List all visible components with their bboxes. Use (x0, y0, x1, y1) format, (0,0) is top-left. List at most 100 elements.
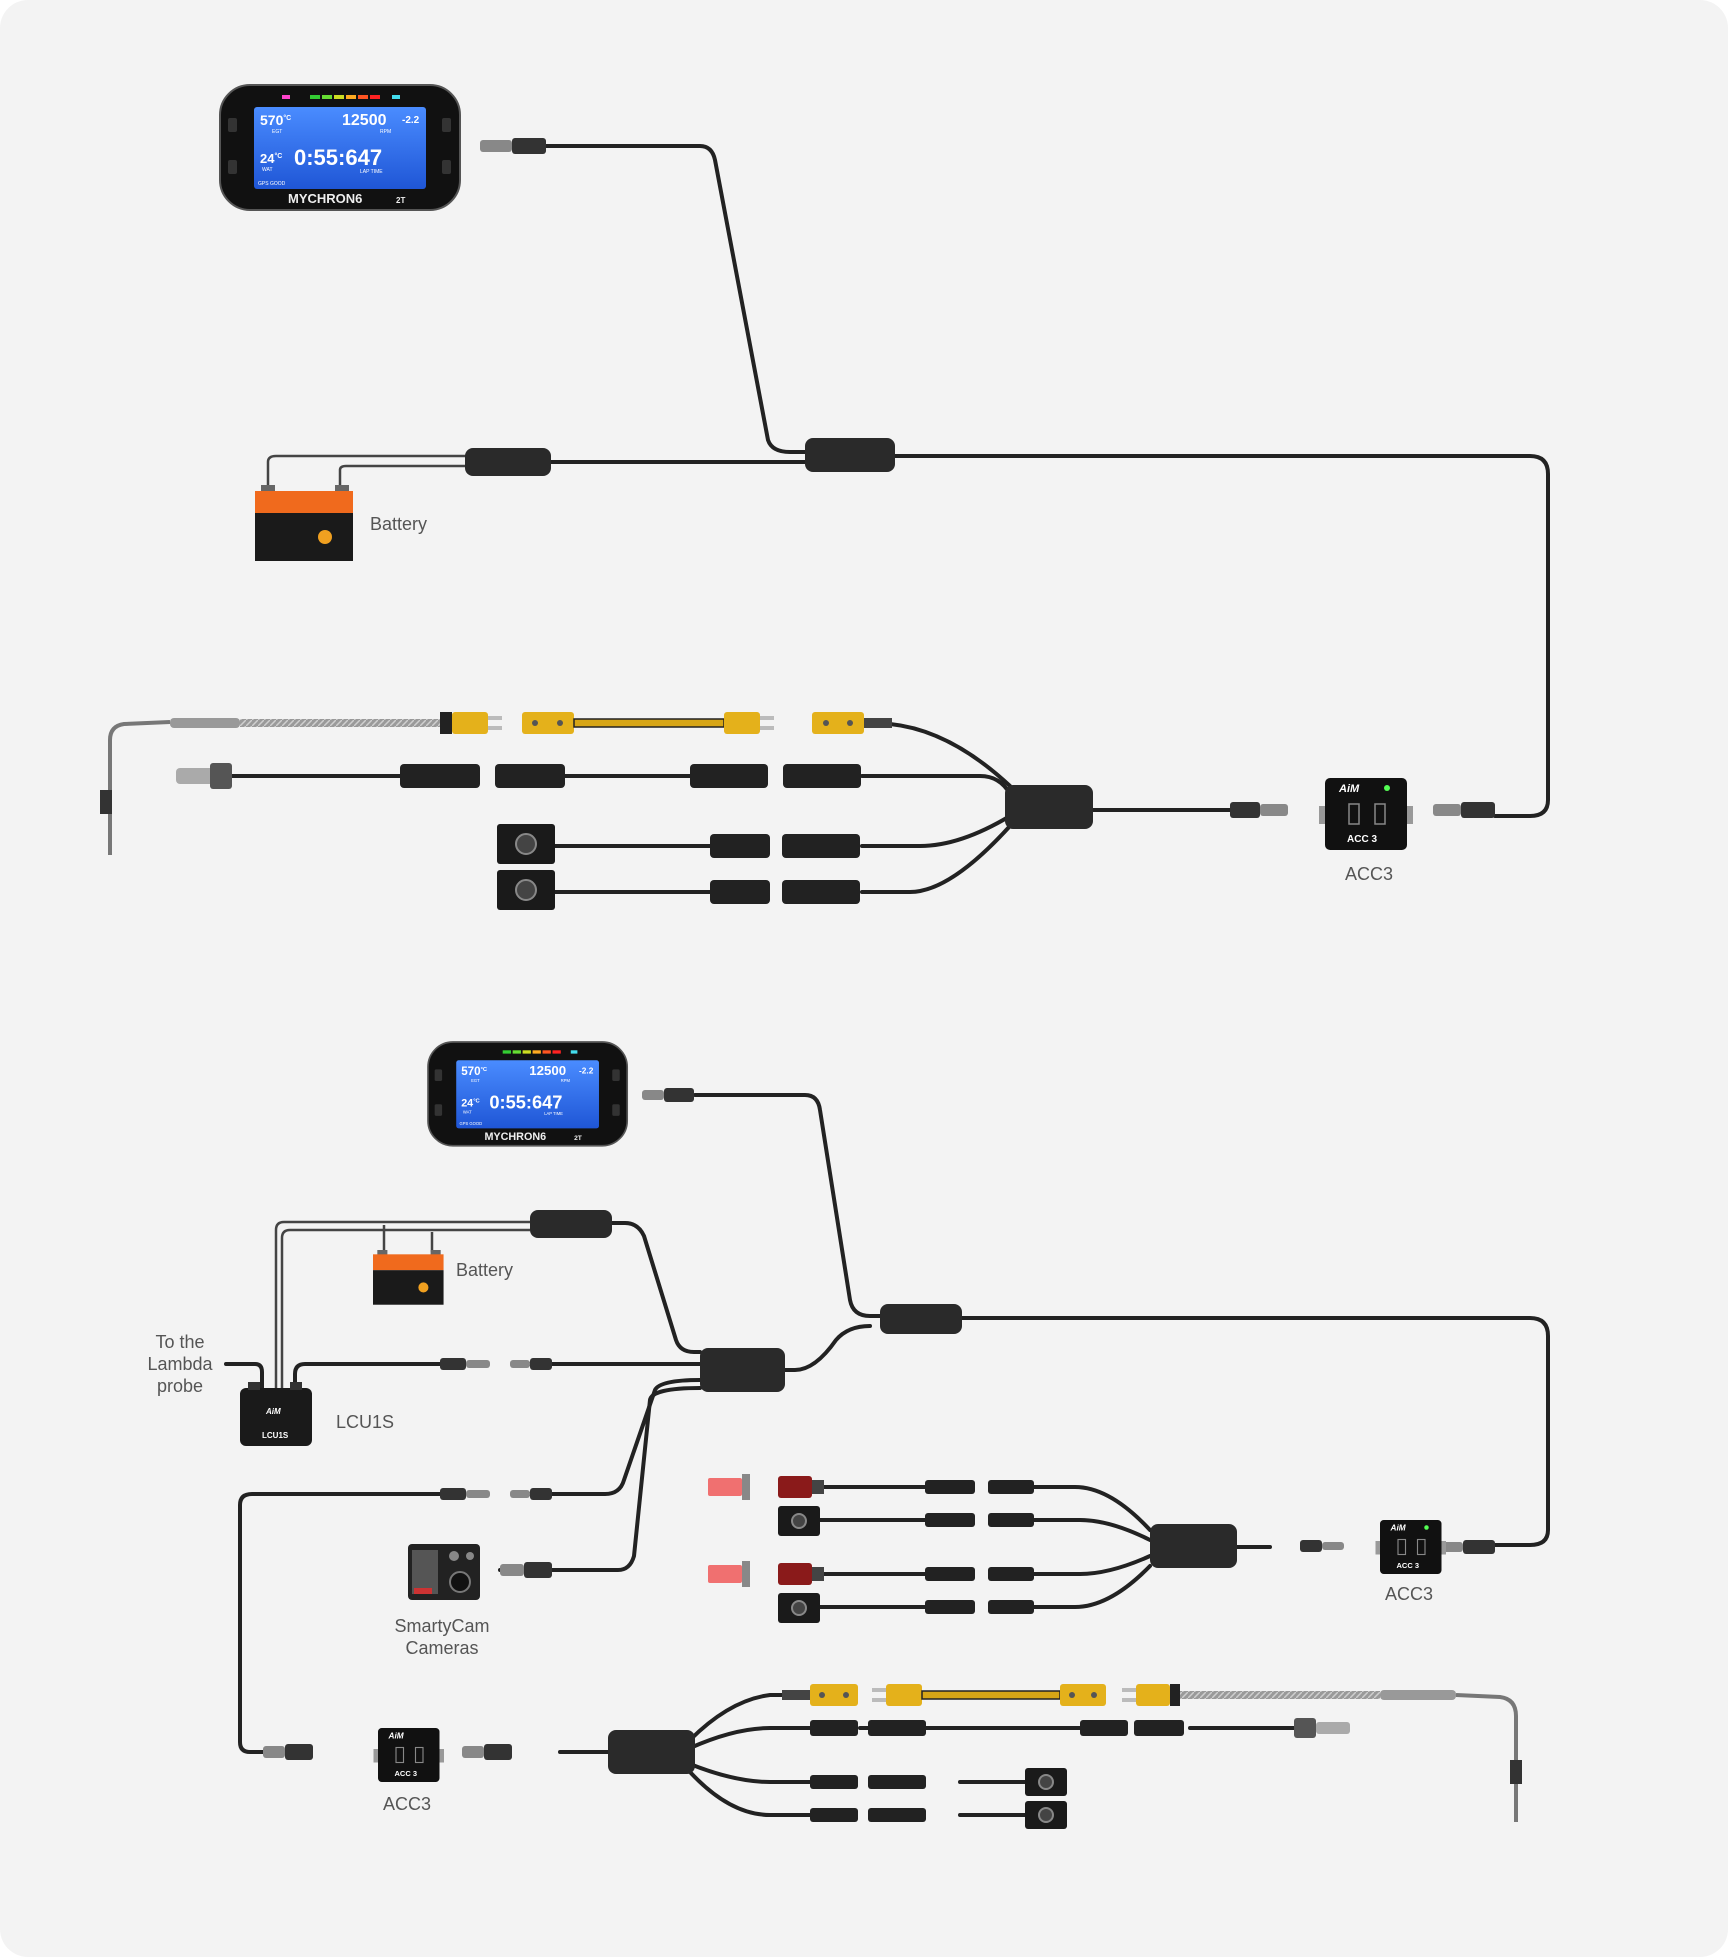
svg-text:0:55:647: 0:55:647 (294, 145, 382, 170)
svg-text:EGT: EGT (471, 1078, 480, 1083)
cable-cam-to-hub (498, 1386, 702, 1572)
cable-hub-to-splitter2 (783, 1324, 872, 1372)
thermocouple-extension (872, 1684, 1106, 1706)
svg-text:RPM: RPM (561, 1078, 571, 1083)
pressure-sensor-icon (176, 763, 861, 789)
battery-label-bottom: Battery (456, 1260, 513, 1280)
cable-hub3-branch-3 (688, 1762, 812, 1784)
connector-plug (480, 138, 546, 154)
cable-hub2-branch-4 (1028, 1564, 1152, 1609)
cable-dash-to-splitter (543, 144, 807, 454)
main-splitter-bottom (880, 1304, 962, 1334)
battery-splitter (465, 448, 551, 476)
sensor-hub-2 (1150, 1524, 1237, 1568)
svg-text:MYCHRON6: MYCHRON6 (484, 1131, 546, 1143)
svg-text:ACC 3: ACC 3 (1397, 1561, 1420, 1570)
cable-lambda (224, 1362, 264, 1392)
button-icon (778, 1480, 1034, 1623)
svg-text:570°C: 570°C (461, 1065, 488, 1078)
mychron-dashboard-icon: 570°C EGT 12500 RPM -2.2 24°C WAT 0:55:6… (219, 84, 461, 211)
lambda-label-1: To the (155, 1332, 204, 1352)
lambda-label-3: probe (157, 1376, 203, 1396)
svg-text:EGT: EGT (272, 129, 282, 135)
cable-lcu-to-hub (293, 1362, 442, 1390)
cable-splitter-to-acc3 (893, 454, 1550, 818)
acc3-label-top: ACC3 (1345, 864, 1393, 884)
battery-label: Battery (370, 514, 427, 534)
svg-text:ACC 3: ACC 3 (1347, 834, 1377, 845)
cable-hub3-branch-1 (688, 1693, 812, 1742)
lcu1s-label: LCU1S (336, 1412, 394, 1432)
thermocouple-probe-icon (1122, 1684, 1522, 1822)
smartycam-icon (408, 1544, 480, 1600)
thermocouple-probe-icon (100, 712, 502, 855)
svg-text:RPM: RPM (380, 129, 391, 135)
sensor-hub (1005, 785, 1093, 829)
svg-text:ACC 3: ACC 3 (395, 1769, 418, 1778)
cable-hub-branch-3 (860, 814, 1012, 848)
svg-text:WAT: WAT (262, 167, 273, 173)
svg-text:WAT: WAT (463, 1109, 472, 1114)
svg-text:GPS GOOD: GPS GOOD (258, 181, 286, 187)
svg-text:AiM: AiM (265, 1407, 281, 1416)
svg-text:LCU1S: LCU1S (262, 1431, 289, 1440)
section-top: 570°C EGT 12500 RPM -2.2 24°C WAT 0:55:6… (100, 84, 1550, 910)
acc3-module-icon: AiM ACC 3 (1319, 778, 1413, 850)
thermocouple-socket (782, 1684, 858, 1706)
thermocouple-socket (812, 712, 892, 734)
cable-hub2-branch-1 (1028, 1485, 1152, 1532)
cable-acc3b-to-hub (238, 1492, 442, 1754)
svg-text:LAP TIME: LAP TIME (360, 169, 383, 175)
acc3-module-icon: AiM ACC 3 (373, 1728, 444, 1782)
svg-text:12500: 12500 (342, 112, 387, 129)
cable-acc3b-hub-ext (528, 1378, 702, 1496)
connector-plug (642, 1088, 694, 1102)
smartycam-label-1: SmartyCam (394, 1616, 489, 1636)
svg-text:AiM: AiM (388, 1732, 405, 1741)
cable-battery2-to-hub (610, 1221, 702, 1354)
cable-hub-branch-4 (860, 824, 1012, 894)
svg-text:24°C: 24°C (260, 151, 282, 166)
svg-text:AiM: AiM (1338, 783, 1360, 795)
button-icon (810, 1768, 1067, 1829)
battery-splitter-bottom (530, 1210, 612, 1238)
cable-hub3-branch-2 (688, 1726, 812, 1750)
mychron-dashboard-icon: 570°C EGT 12500 RPM -2.2 24°C WAT 0:55:6… (427, 1041, 629, 1147)
svg-text:-2.2: -2.2 (579, 1066, 594, 1076)
cable-hub3-branch-4 (688, 1770, 812, 1817)
svg-text:LAP TIME: LAP TIME (544, 1111, 563, 1116)
thermocouple-extension (522, 712, 774, 734)
svg-text:570°C: 570°C (260, 112, 291, 128)
acc3-module-icon: AiM ACC 3 (1375, 1520, 1446, 1574)
lcu1s-module-icon: AiM LCU1S (240, 1382, 312, 1446)
svg-text:AiM: AiM (1390, 1524, 1407, 1533)
smartycam-label-2: Cameras (405, 1638, 478, 1658)
svg-text:MYCHRON6: MYCHRON6 (288, 191, 362, 206)
sensor-hub-3 (608, 1730, 695, 1774)
acc3-label-bottom: ACC3 (383, 1794, 431, 1814)
svg-text:-2.2: -2.2 (402, 115, 420, 126)
acc3-label-right: ACC3 (1385, 1584, 1433, 1604)
button-icon (497, 824, 860, 910)
section-bottom: 570°C EGT 12500 RPM -2.2 24°C WAT 0:55:6… (147, 1041, 1550, 1829)
svg-text:2T: 2T (574, 1135, 582, 1142)
cable-hub2-branch-3 (1028, 1554, 1152, 1576)
svg-text:12500: 12500 (529, 1063, 566, 1078)
main-splitter (805, 438, 895, 472)
battery-icon (255, 485, 353, 561)
cable-splitter2-to-acc3 (960, 1316, 1550, 1547)
svg-text:2T: 2T (396, 196, 405, 205)
svg-text:0:55:647: 0:55:647 (489, 1091, 562, 1112)
led-icon (708, 1474, 824, 1587)
pressure-sensor-icon (810, 1718, 1350, 1738)
svg-text:24°C: 24°C (461, 1098, 480, 1110)
battery-icon (373, 1250, 444, 1305)
svg-text:GPS GOOD: GPS GOOD (460, 1121, 483, 1126)
cable-hub2-branch-2 (1028, 1518, 1152, 1542)
cable-hub-branch-1 (888, 722, 1012, 788)
cable-dash2-to-splitter (693, 1093, 882, 1318)
central-hub (700, 1348, 785, 1392)
lambda-label-2: Lambda (147, 1354, 213, 1374)
